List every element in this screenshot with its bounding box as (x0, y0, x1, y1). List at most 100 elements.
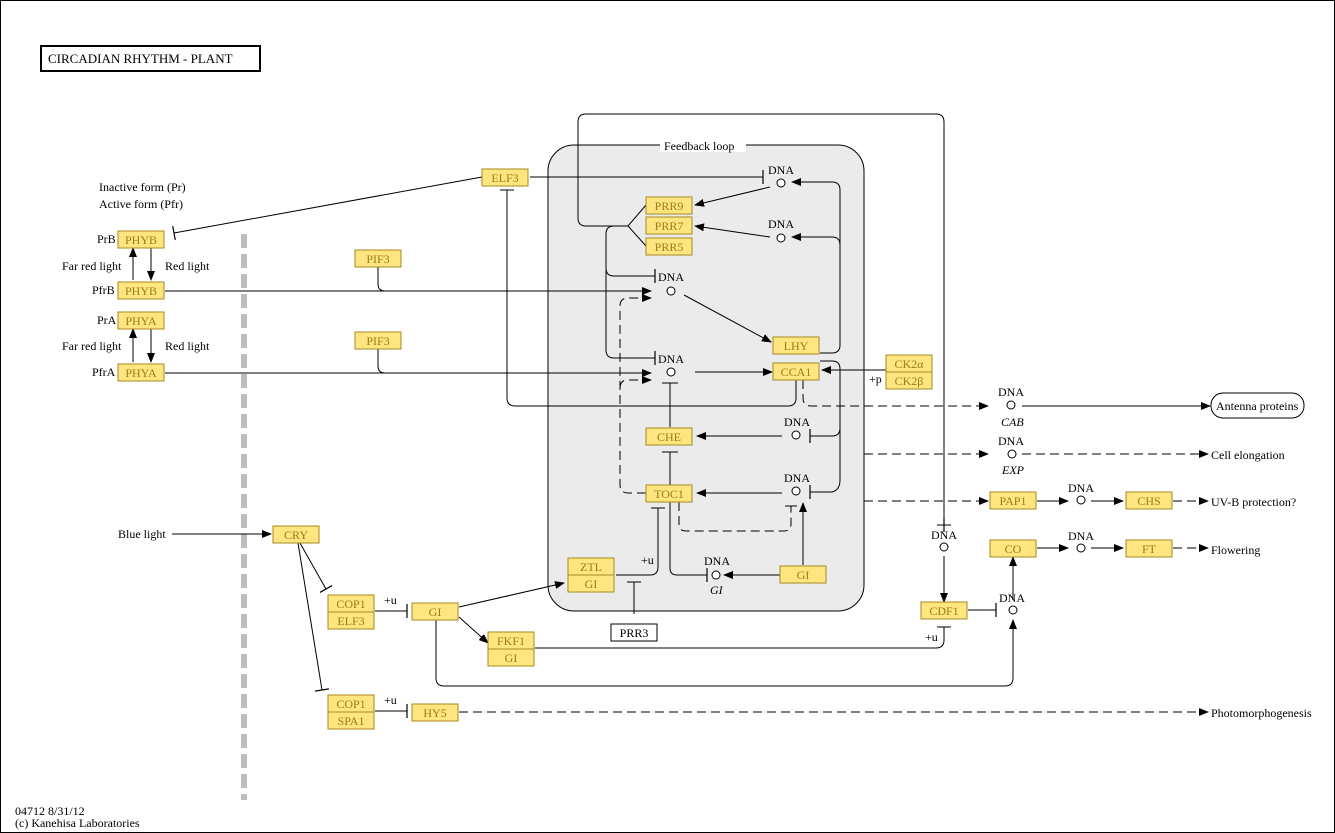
far-red-light-label-a: Far red light (62, 339, 122, 353)
pfrb-label: PfrB (92, 283, 115, 297)
gene-phya1[interactable]: PHYA (117, 311, 165, 330)
svg-text:GI: GI (710, 583, 724, 597)
gene-ck2b[interactable]: CK2β (885, 371, 933, 390)
ubiquitination-label-2: +u (384, 693, 397, 707)
prb-label: PrB (97, 232, 116, 246)
gene-cry[interactable]: CRY (272, 525, 320, 544)
gene-label: SPA1 (338, 714, 365, 728)
svg-text:DNA: DNA (1068, 529, 1094, 543)
edge-toc1-dna-cca1 (619, 376, 652, 389)
gene-label: ELF3 (337, 614, 364, 628)
gene-cca1[interactable]: CCA1 (772, 362, 820, 381)
pra-label: PrA (97, 313, 117, 327)
gene-chs[interactable]: CHS (1125, 491, 1173, 510)
gene-hy5[interactable]: HY5 (411, 703, 459, 722)
edge-cca1-dna-toc1 (809, 360, 841, 499)
gene-elf3b[interactable]: ELF3 (327, 611, 375, 630)
svg-text:DNA: DNA (1068, 481, 1094, 495)
edge-elf3-phyb (172, 176, 483, 240)
dna-node-cdf1: DNA (931, 528, 957, 552)
gene-ztl-gi[interactable]: GI (567, 574, 615, 593)
edge-dna-lhy (683, 294, 772, 343)
dna-node-exp: DNA EXP (998, 434, 1025, 477)
inactive-form-label: Inactive form (Pr) (99, 180, 186, 194)
edge-pif3-a (377, 267, 386, 292)
dna-node-co: DNA (999, 591, 1025, 615)
gene-phyb1[interactable]: PHYB (117, 230, 165, 249)
gene-label: CHE (657, 430, 681, 444)
dna-node-che: DNA (784, 415, 810, 440)
gene-prr9[interactable]: PRR9 (645, 196, 693, 215)
gene-phyb2[interactable]: PHYB (117, 281, 165, 300)
output-antenna-proteins[interactable]: Antenna proteins (1210, 392, 1305, 419)
edge-toc1-dna-gi (669, 502, 708, 582)
svg-text:DNA: DNA (998, 434, 1024, 448)
gene-pif3a[interactable]: PIF3 (354, 249, 402, 268)
gene-spa1[interactable]: SPA1 (327, 711, 375, 730)
gene-ztl[interactable]: ZTL (567, 557, 615, 576)
pfra-label: PfrA (92, 365, 116, 379)
gene-label: LHY (784, 339, 809, 353)
gene-label: PHYA (125, 366, 157, 380)
dna-node-toc1: DNA (784, 471, 810, 496)
gene-lhy[interactable]: LHY (772, 336, 820, 355)
edge-fkf1-cdf1 (535, 627, 945, 649)
gene-prr5[interactable]: PRR5 (645, 237, 693, 256)
gene-cop1b[interactable]: COP1 (327, 694, 375, 713)
dna-node-prr7: DNA (768, 217, 794, 243)
edge-toc1-dna-lhy (619, 294, 652, 494)
gene-co[interactable]: CO (989, 539, 1037, 558)
gene-label: CDF1 (929, 604, 958, 618)
gene-phya2[interactable]: PHYA (117, 363, 165, 382)
gene-elf3[interactable]: ELF3 (481, 168, 529, 187)
edge-ztl-toc1 (616, 508, 659, 576)
output-cell-elongation[interactable]: Cell elongation (1211, 448, 1285, 462)
gene-che[interactable]: CHE (645, 427, 693, 446)
gene-label: TOC1 (654, 487, 684, 501)
edge-elf3-cca1 (506, 190, 797, 407)
gene-label: GI (797, 568, 810, 582)
edge-lhy-dna-prr7 (791, 233, 841, 246)
copyright: (c) Kanehisa Laboratories (15, 816, 140, 830)
gene-nodes: PHYBPHYBPHYAPHYAPIF3PIF3ELF3PRR9PRR7PRR5… (117, 168, 1173, 730)
gene-prr3[interactable]: PRR3 (610, 623, 658, 642)
gene-ft[interactable]: FT (1125, 539, 1173, 558)
gene-label: COP1 (336, 697, 365, 711)
gene-pap1[interactable]: PAP1 (989, 491, 1037, 510)
red-light-label-a: Red light (165, 339, 210, 353)
gene-gi-loop[interactable]: GI (779, 565, 827, 584)
gene-label: PIF3 (366, 252, 389, 266)
edge-gi-ztl (458, 581, 565, 608)
gene-label: GI (585, 577, 598, 591)
gene-cdf1[interactable]: CDF1 (920, 601, 968, 620)
gene-label: CK2α (895, 357, 925, 371)
gene-toc1[interactable]: TOC1 (645, 484, 693, 503)
output-uvb-protection[interactable]: UV-B protection? (1211, 495, 1296, 509)
gene-label: PRR9 (655, 199, 684, 213)
gene-label: COP1 (336, 597, 365, 611)
gene-fkf1[interactable]: FKF1 (487, 631, 535, 650)
gene-label: GI (429, 605, 442, 619)
gene-label: CCA1 (781, 365, 812, 379)
svg-text:CAB: CAB (1001, 415, 1024, 429)
gene-pif3b[interactable]: PIF3 (354, 331, 402, 350)
svg-text:EXP: EXP (1001, 463, 1025, 477)
gene-label: FKF1 (497, 634, 525, 648)
gene-label: FT (1142, 542, 1157, 556)
edge-lhy-dna-prr9 (791, 178, 841, 354)
phosphorylation-label: +p (869, 372, 882, 386)
output-flowering[interactable]: Flowering (1211, 543, 1260, 557)
svg-text:Antenna proteins: Antenna proteins (1216, 399, 1299, 413)
svg-text:DNA: DNA (999, 591, 1025, 605)
gene-ck2a[interactable]: CK2α (885, 354, 933, 373)
gene-fkf1-gi[interactable]: GI (487, 648, 535, 667)
output-photomorphogenesis[interactable]: Photomorphogenesis (1211, 706, 1312, 720)
gene-gi[interactable]: GI (411, 602, 459, 621)
ubiquitination-label-4: +u (925, 630, 938, 644)
gene-label: PHYB (125, 233, 157, 247)
gene-cop1a[interactable]: COP1 (327, 594, 375, 613)
gene-prr7[interactable]: PRR7 (645, 216, 693, 235)
